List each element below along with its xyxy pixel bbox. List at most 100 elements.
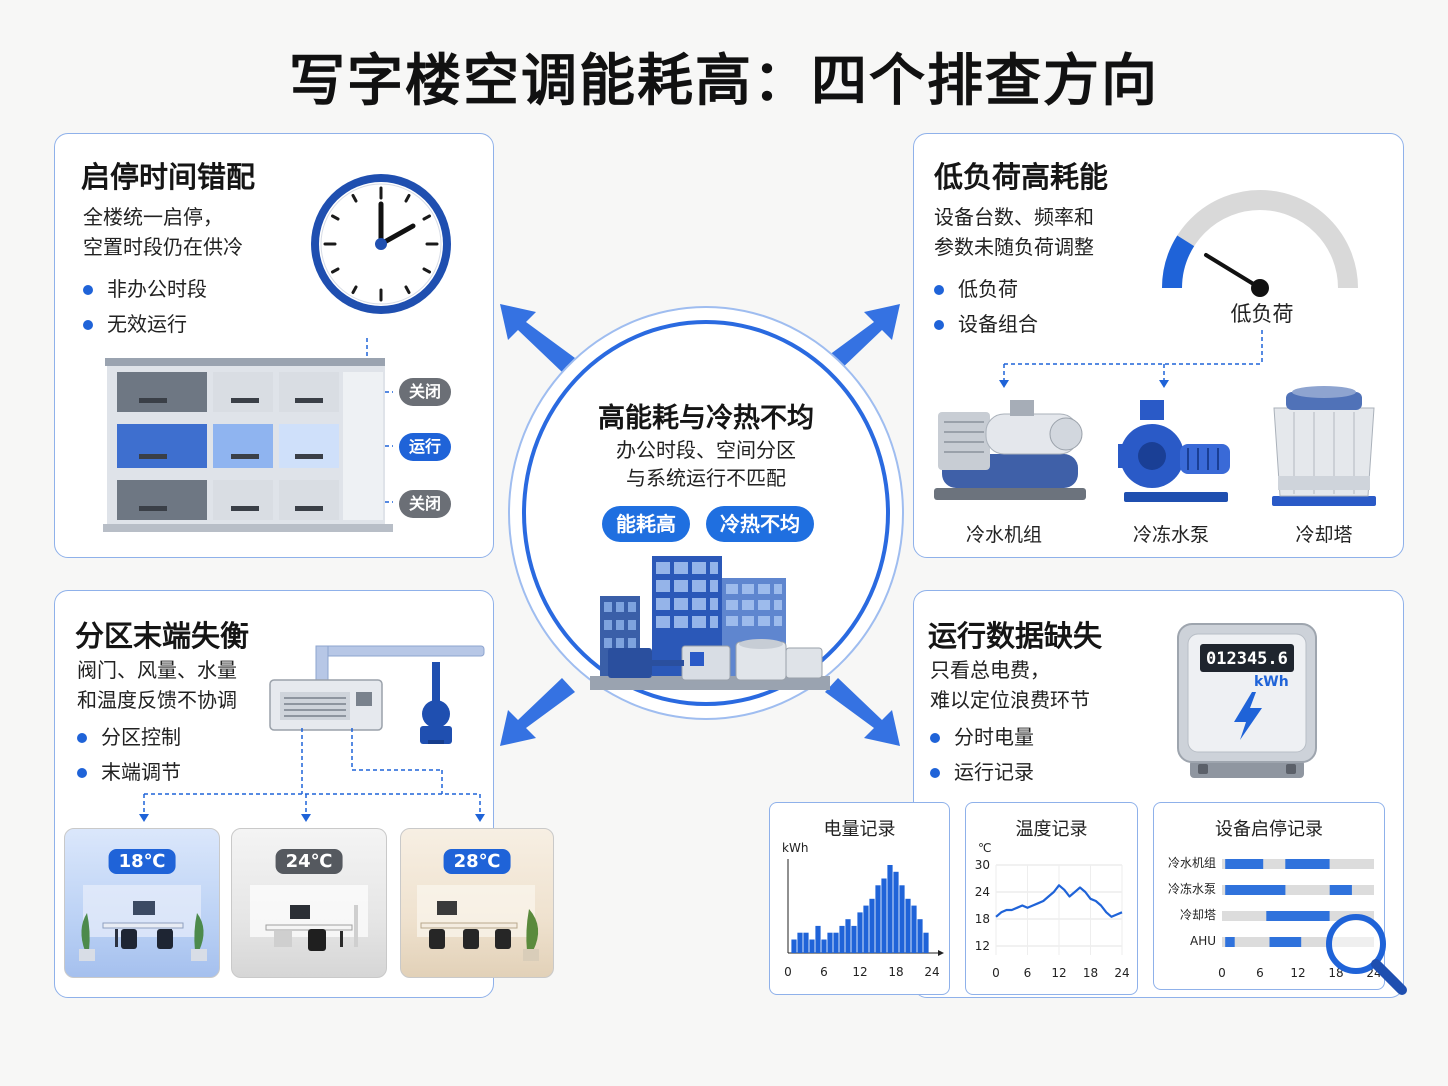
electric-meter: 012345.6 kWh <box>1176 622 1318 782</box>
bar <box>815 925 821 953</box>
floor-status-tag: 运行 <box>399 433 451 461</box>
bar <box>911 905 917 953</box>
gauge-label: 低负荷 <box>1230 302 1294 326</box>
run-bar <box>1225 885 1286 895</box>
center-circle: 高能耗与冷热不均 办公时段、空间分区 与系统运行不匹配 能耗高 冷热不均 <box>508 306 904 720</box>
bar <box>839 925 845 953</box>
run-bar <box>1266 911 1330 921</box>
bar <box>905 898 911 953</box>
uneven-temp-pill: 冷热不均 <box>706 506 814 542</box>
panel-description: 全楼统一启停， 空置时段仍在供冷 <box>83 205 243 259</box>
y-tick-label: 12 <box>975 939 990 953</box>
center-description: 办公时段、空间分区 与系统运行不匹配 <box>616 438 796 490</box>
office-room-icon <box>417 885 539 961</box>
magnifier-icon <box>1326 914 1407 995</box>
bar <box>857 912 863 953</box>
bullet-item: 分区控制 <box>77 720 181 755</box>
office-room-icon <box>79 885 207 961</box>
chiller-icon <box>934 400 1086 500</box>
chart-unit: kWh <box>782 841 809 855</box>
meter-reading: 012345.6 <box>1206 649 1288 669</box>
clock-icon <box>311 174 451 314</box>
row-label: 冷冻水泵 <box>1168 881 1216 896</box>
bar <box>899 885 905 953</box>
run-bar <box>1225 937 1235 947</box>
bullet-item: 非办公时段 <box>83 272 207 307</box>
chart-title: 电量记录 <box>823 819 896 840</box>
temperature-badge: 18℃ <box>108 849 176 874</box>
x-tick-label: 6 <box>1024 966 1032 980</box>
center-circle-inner-ring <box>522 320 890 706</box>
row-label: AHU <box>1190 934 1216 948</box>
office-building-icon <box>103 338 393 532</box>
air-terminal-unit-icon <box>269 645 485 744</box>
bar <box>893 871 899 953</box>
bar <box>791 939 797 953</box>
bar <box>827 932 833 953</box>
panel-title: 启停时间错配 <box>81 160 256 194</box>
bullet-item: 分时电量 <box>930 720 1034 755</box>
bar <box>845 919 851 953</box>
electric-meter-icon <box>1177 623 1317 778</box>
meter-unit: kWh <box>1254 674 1289 690</box>
x-tick-label: 12 <box>1290 966 1305 980</box>
chart-title: 设备启停记录 <box>1215 819 1323 840</box>
x-tick-label: 0 <box>784 965 792 979</box>
bar <box>803 932 809 953</box>
equipment-label: 冷却塔 <box>1295 524 1353 546</box>
y-tick-label: 18 <box>975 912 990 926</box>
room-normal: 24℃ <box>231 828 387 978</box>
temperature-badge: 28℃ <box>443 849 511 874</box>
zone-distribution-connector <box>139 728 485 822</box>
x-tick-label: 18 <box>1328 966 1343 980</box>
bar <box>851 925 857 953</box>
run-bar <box>1285 859 1330 869</box>
y-tick-label: 24 <box>975 885 990 899</box>
x-tick-label: 18 <box>1083 966 1098 980</box>
x-axis-arrow <box>938 950 944 956</box>
run-bar <box>1329 885 1352 895</box>
bar <box>869 898 875 953</box>
y-tick-label: 30 <box>975 858 990 872</box>
x-tick-label: 0 <box>1218 966 1226 980</box>
x-tick-label: 12 <box>852 965 867 979</box>
floor-status-tag: 关闭 <box>399 490 451 518</box>
bar <box>881 878 887 953</box>
row-label: 冷却塔 <box>1180 908 1216 922</box>
run-bar <box>1269 937 1302 947</box>
equipment-label: 冷冻水泵 <box>1132 524 1209 546</box>
bar <box>809 939 815 953</box>
page-title: 写字楼空调能耗高：四个排查方向 <box>289 49 1159 114</box>
x-tick-label: 24 <box>924 965 939 979</box>
energy-high-pill: 能耗高 <box>602 506 690 542</box>
run-bar <box>1225 859 1264 869</box>
bar <box>875 885 881 953</box>
bullet-item: 无效运行 <box>83 307 207 342</box>
x-tick-label: 24 <box>1114 966 1129 980</box>
bullet-list: 分区控制 末端调节 <box>77 720 181 790</box>
bullet-item: 设备组合 <box>934 307 1038 342</box>
panel-description: 阀门、风量、水量 和温度反馈不协调 <box>77 658 237 712</box>
row-label: 冷水机组 <box>1168 856 1216 870</box>
x-tick-label: 6 <box>820 965 828 979</box>
floor-status-tag: 关闭 <box>399 378 451 406</box>
cooling-tower-icon <box>1272 386 1376 506</box>
room-hot: 28℃ <box>400 828 554 978</box>
bullet-list: 非办公时段 无效运行 <box>83 272 207 342</box>
chart-unit: ℃ <box>978 841 992 855</box>
bar <box>833 932 839 953</box>
bullet-list: 分时电量 运行记录 <box>930 720 1034 790</box>
bar <box>797 932 803 953</box>
bar <box>917 919 923 953</box>
bullet-item: 运行记录 <box>930 755 1034 790</box>
panel-description: 只看总电费， 难以定位浪费环节 <box>930 658 1090 712</box>
temperature-line <box>995 884 1123 918</box>
row-track <box>1222 885 1374 895</box>
bar <box>923 932 929 953</box>
gauge-icon <box>1161 190 1358 297</box>
